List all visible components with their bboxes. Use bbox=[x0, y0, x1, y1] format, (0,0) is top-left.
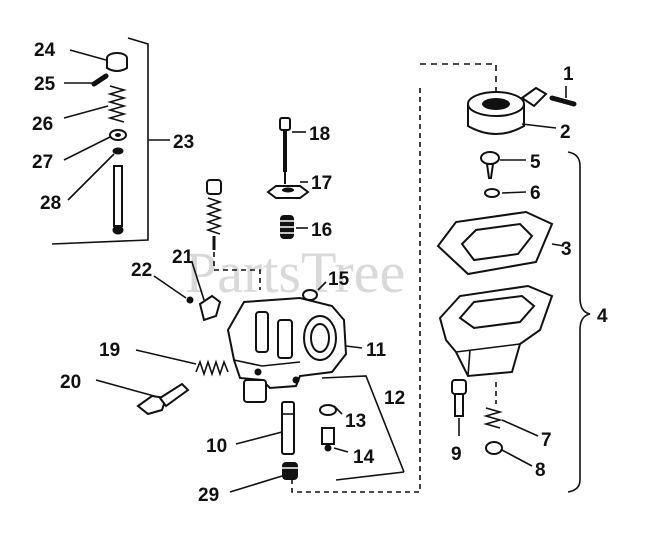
leader-22 bbox=[153, 275, 187, 299]
callout-27: 27 bbox=[32, 152, 53, 173]
callout-9: 9 bbox=[451, 444, 462, 465]
callout-16: 16 bbox=[311, 220, 332, 241]
part-25-pin bbox=[91, 73, 109, 87]
leader-2 bbox=[521, 123, 557, 129]
leader-14 bbox=[333, 447, 349, 453]
leader-3 bbox=[551, 243, 565, 247]
part-18-screw bbox=[279, 117, 291, 184]
leader-11 bbox=[345, 345, 363, 349]
leader-13 bbox=[333, 405, 343, 415]
callout-3: 3 bbox=[561, 239, 572, 260]
part-1-pin bbox=[549, 95, 577, 107]
part-14-jet bbox=[321, 427, 335, 452]
callout-22: 22 bbox=[131, 260, 152, 281]
callout-2: 2 bbox=[560, 122, 571, 143]
callout-18: 18 bbox=[309, 124, 330, 145]
part-11-carburetor-body bbox=[226, 296, 348, 403]
callout-5: 5 bbox=[530, 152, 541, 173]
part-20-lever bbox=[136, 382, 190, 416]
part-4-float-bowl bbox=[438, 284, 554, 378]
leader-6 bbox=[501, 191, 527, 194]
part-8-plug bbox=[485, 441, 503, 455]
part-16-spring bbox=[280, 215, 294, 239]
callout-17: 17 bbox=[311, 173, 332, 194]
callout-20: 20 bbox=[60, 372, 81, 393]
group-12-bracket bbox=[321, 375, 405, 481]
part-7-spring bbox=[483, 407, 503, 429]
part-29-plug bbox=[282, 462, 298, 480]
leader-26 bbox=[63, 105, 109, 119]
callout-1: 1 bbox=[563, 64, 574, 85]
callout-29: 29 bbox=[198, 485, 219, 506]
leader-24 bbox=[69, 49, 107, 61]
callout-12: 12 bbox=[384, 388, 405, 409]
part-10-nozzle bbox=[281, 401, 295, 455]
callout-labels: 1 2 3 4 5 6 7 8 9 10 11 12 13 14 15 16 1… bbox=[32, 40, 608, 506]
part-5-needle bbox=[480, 151, 500, 179]
assembly-line-bowl bbox=[291, 84, 421, 493]
watermark: PartsTree TM bbox=[185, 240, 492, 305]
leader-29 bbox=[229, 475, 283, 493]
leader-27 bbox=[63, 136, 111, 161]
part-13-washer bbox=[319, 404, 337, 416]
callout-21: 21 bbox=[172, 247, 194, 268]
part-24-cap bbox=[106, 52, 128, 72]
callout-23: 23 bbox=[173, 132, 194, 153]
part-22-screw bbox=[186, 296, 194, 304]
leader-7 bbox=[501, 419, 539, 437]
callout-26: 26 bbox=[32, 114, 53, 135]
callout-11: 11 bbox=[366, 340, 387, 361]
group-4-brace bbox=[567, 151, 591, 493]
part-21-gasket bbox=[198, 294, 222, 322]
callout-19: 19 bbox=[99, 340, 120, 361]
part-2-float bbox=[467, 86, 548, 135]
callout-28: 28 bbox=[40, 193, 61, 214]
leader-15 bbox=[317, 281, 327, 291]
callout-24: 24 bbox=[34, 40, 56, 61]
leader-8 bbox=[501, 449, 533, 467]
part-28-o-ring bbox=[112, 147, 124, 155]
part-19-spring bbox=[195, 359, 229, 377]
part-27-washer bbox=[109, 129, 127, 141]
callout-8: 8 bbox=[535, 460, 546, 481]
callout-25: 25 bbox=[34, 74, 56, 95]
part-3-gasket bbox=[436, 210, 554, 276]
leader-19 bbox=[135, 349, 197, 365]
part-6-seat bbox=[484, 188, 500, 198]
callout-10: 10 bbox=[206, 436, 227, 457]
high-speed-screw bbox=[205, 179, 223, 250]
callout-15: 15 bbox=[328, 269, 350, 290]
leader-10 bbox=[235, 431, 283, 445]
part-17-cap bbox=[266, 185, 310, 199]
assembly-line-screw bbox=[213, 252, 261, 290]
assembly-line-float bbox=[420, 63, 497, 100]
watermark-text: PartsTree bbox=[185, 240, 405, 305]
leader-28 bbox=[67, 153, 115, 201]
leader-21 bbox=[191, 261, 205, 301]
leader-20 bbox=[95, 379, 155, 397]
part-26-spring bbox=[107, 85, 127, 123]
callout-4: 4 bbox=[597, 306, 608, 327]
callout-13: 13 bbox=[345, 411, 366, 432]
callout-7: 7 bbox=[541, 430, 552, 451]
callout-14: 14 bbox=[353, 447, 375, 468]
part-28-needle bbox=[112, 165, 124, 235]
part-9-screw bbox=[451, 379, 467, 417]
group-23-bracket bbox=[51, 37, 170, 245]
callout-6: 6 bbox=[530, 183, 541, 204]
